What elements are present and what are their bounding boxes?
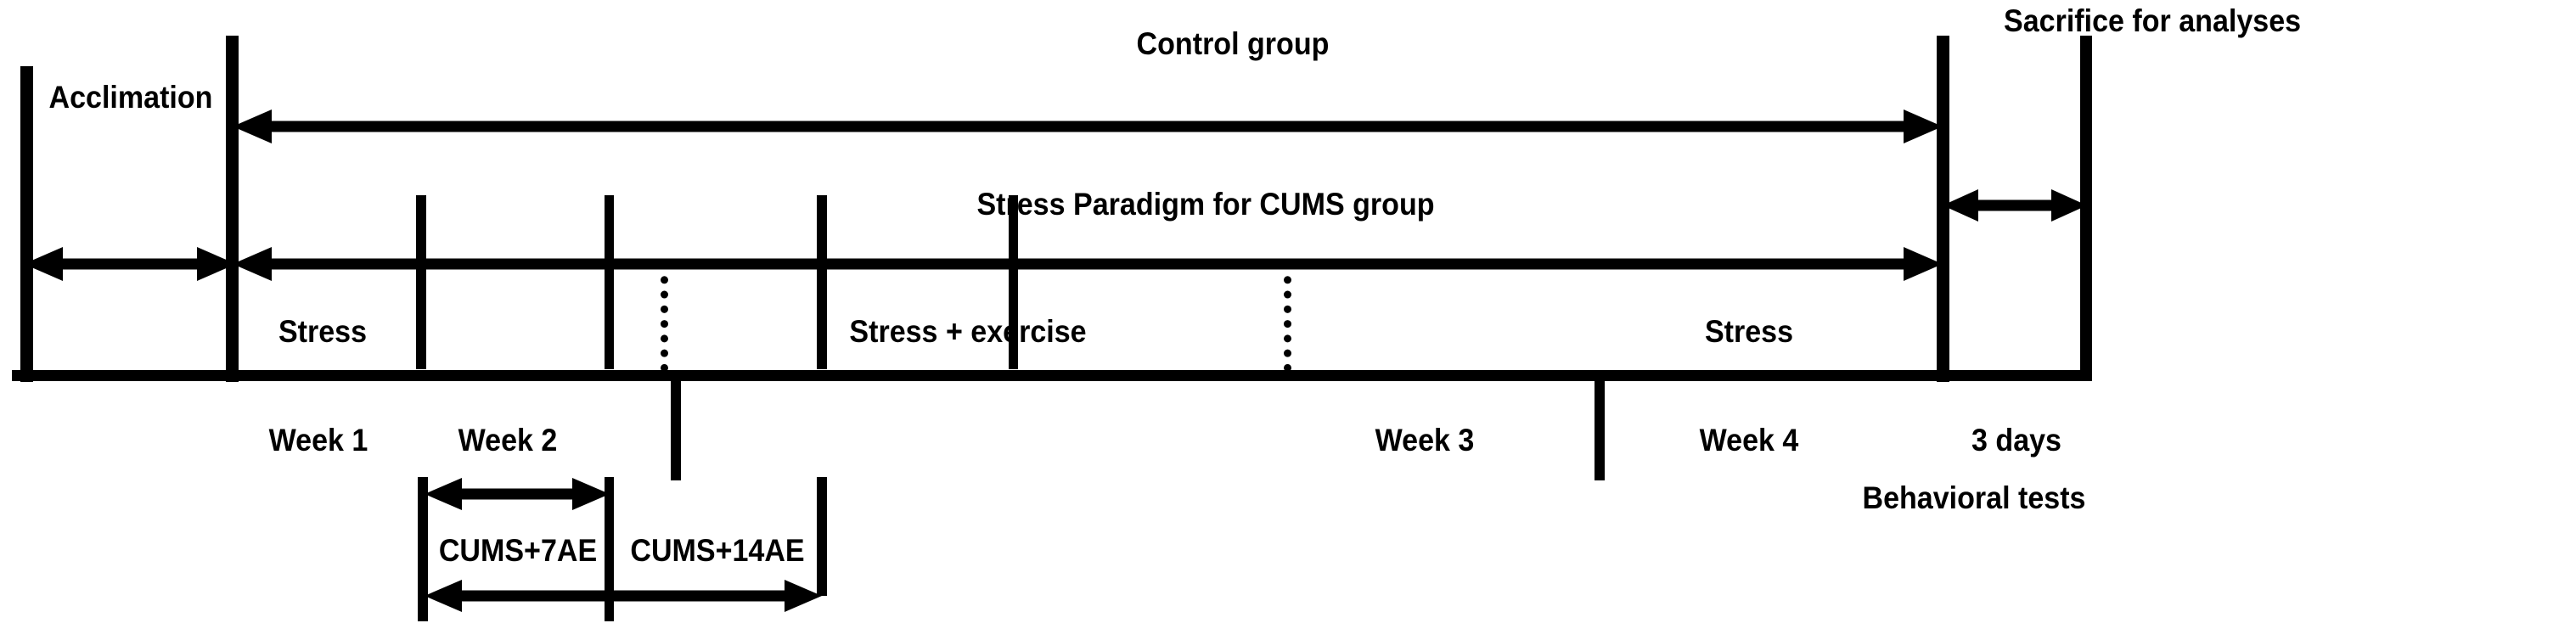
label-week-3: Week 3 [1375,423,1475,458]
label-week-4: Week 4 [1699,423,1799,458]
control-group-arrow [233,109,1943,144]
cums-14ae-arrow [425,579,822,613]
stress-paradigm-arrow [233,246,1943,282]
label-sacrifice: Sacrifice for analyses [2004,3,2302,38]
axis-tick-start [20,66,33,382]
label-stress-exercise: Stress + exercise [849,314,1087,349]
cums-box-mid-edge [605,477,614,621]
week-separator-3-4 [817,195,827,369]
weekbox-separator-b [1595,380,1605,480]
label-cums-14ae: CUMS+14AE [630,533,805,568]
axis-tick-sacrifice [2080,36,2092,380]
acclimation-arrow [24,246,236,282]
week-separator-1-2 [416,195,426,369]
label-week-2: Week 2 [458,423,558,458]
label-stress-paradigm: Stress Paradigm for CUMS group [976,187,1435,222]
label-stress-week1: Stress [278,314,368,349]
week-separator-2-3 [605,195,614,369]
cums-7ae-arrow [425,477,610,511]
dotted-divider-week3-week4 [1284,261,1291,372]
three-days-arrow [1943,188,2087,222]
week-separator-4-3days [1009,195,1018,369]
cums-box-right-edge [817,477,827,596]
label-behavioral-tests: Behavioral tests [1862,480,2086,515]
label-three-days: 3 days [1971,423,2061,458]
timeline-baseline [12,370,2092,381]
label-cums-7ae: CUMS+7AE [438,533,598,568]
axis-tick-week1-start [226,36,239,382]
axis-tick-week4-end [1937,36,1949,382]
label-acclimation: Acclimation [48,80,213,115]
weekbox-separator-a [671,380,681,480]
label-control-group: Control group [1136,26,1330,61]
label-stress-week4: Stress [1704,314,1794,349]
dotted-divider-week1-week2 [661,261,668,372]
label-week-1: Week 1 [268,423,368,458]
cums-box-left-edge [418,477,428,621]
